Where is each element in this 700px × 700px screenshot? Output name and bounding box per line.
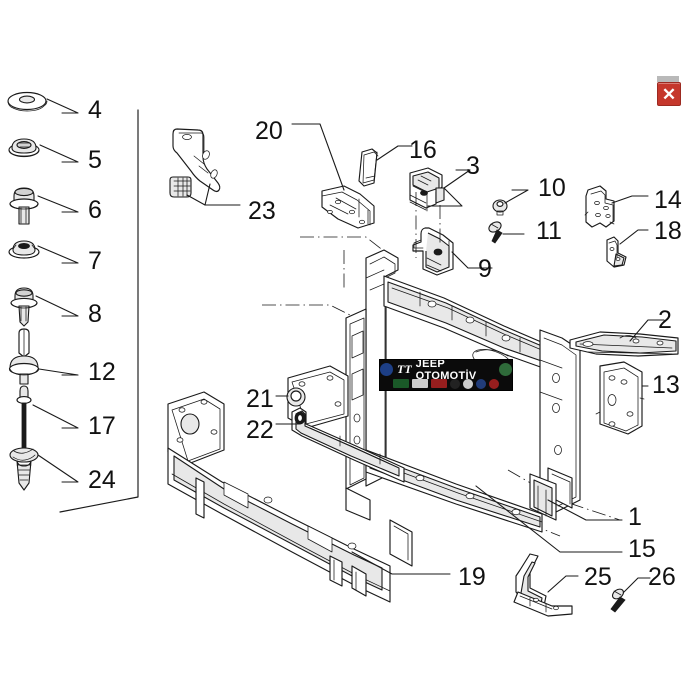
fastener-column-divider [59,109,139,513]
watermark-logo-strip [380,378,512,389]
leader-lines-2 [629,319,665,342]
part-25-lower-bracket [513,553,573,617]
callout-label-20: 20 [255,117,283,145]
leader-lines-9 [451,251,493,269]
callout-label-19: 19 [458,563,486,591]
callout-label-3: 3 [466,152,480,180]
partner-logo-icon-6 [476,378,486,389]
leader-lines-3 [427,169,471,207]
main-radiator-support-frame [345,249,581,533]
leader-lines-1-15 [475,485,623,553]
part-9-hinge [412,227,454,276]
callout-label-10: 10 [538,174,566,202]
leader-lines-14 [611,195,649,204]
callout-label-14: 14 [654,186,682,214]
part-10-grommet [492,199,508,216]
callout-label-4: 4 [88,96,102,124]
callout-label-9: 9 [478,255,492,283]
callout-label-25: 25 [584,563,612,591]
part-23-clip [169,176,192,198]
part-4-washer [7,91,48,112]
callout-label-18: 18 [654,217,682,245]
part-7-flange-nut [8,240,40,259]
part-11-screw [488,221,503,244]
callout-label-7: 7 [88,247,102,275]
part-24-screw [9,447,39,491]
callout-label-22: 22 [246,416,274,444]
callout-label-13: 13 [652,371,680,399]
watermark-brand-text: JEEP OTOMOTİV [415,359,477,382]
partner-logo-icon-3 [431,379,447,388]
secondary-brand-logo-icon [499,363,512,376]
callout-label-21: 21 [246,385,274,413]
mopar-logo-icon [380,363,393,376]
part-14-side-bracket [584,185,615,228]
callout-label-16: 16 [409,136,437,164]
partner-logo-icon-2 [412,379,428,388]
callout-label-2: 2 [658,306,672,334]
callout-label-15: 15 [628,535,656,563]
part-23-bracket [172,128,221,193]
part-3-latch [409,167,445,212]
callout-label-26: 26 [648,563,676,591]
callout-label-24: 24 [88,466,116,494]
part-13-side-plate [595,361,645,435]
partner-logo-icon-7 [489,378,499,389]
partner-logo-icon-4 [450,378,460,389]
callout-label-6: 6 [88,196,102,224]
partner-logo-icon-5 [463,378,473,389]
watermark-banner: TT JEEP OTOMOTİV [379,359,513,391]
callout-label-11: 11 [536,217,562,245]
callout-label-12: 12 [88,358,116,386]
close-icon: ✕ [661,84,677,104]
part-19-bumper-beam [167,391,413,603]
part-8-bolt [10,287,38,327]
part-17-long-rivet [16,385,32,461]
callout-label-23: 23 [248,197,276,225]
partner-logo-icon-1 [393,379,409,388]
part-1-mount-block [529,473,557,521]
part-20-mount-bracket [321,185,375,229]
part-12-trim-clip [8,328,40,385]
leader-lines-fasteners [32,98,79,483]
close-button[interactable]: ✕ [657,82,681,106]
leader-lines-18 [619,229,649,245]
watermark-primary-row: TT JEEP OTOMOTİV [380,360,512,382]
tt-monogram-icon: TT [397,362,412,376]
callout-label-17: 17 [88,412,116,440]
leader-lines-26 [623,577,651,593]
part-2-reinforcement-beam [569,331,679,357]
close-button-cap [657,76,679,82]
part-6-flange-bolt [9,187,39,225]
callout-label-1: 1 [628,503,642,531]
part-26-bolt [610,588,626,613]
callout-label-5: 5 [88,146,102,174]
part-5-push-nut [8,138,40,158]
leader-lines-10 [504,189,529,204]
part-22-brace-arm [291,407,405,483]
leader-lines-23 [186,183,241,206]
part-18-small-bracket [606,236,627,268]
leader-lines-25 [547,575,579,593]
callout-label-8: 8 [88,300,102,328]
leader-lines-19 [351,551,451,575]
leader-lines-16 [376,145,413,161]
part-16-clip [358,148,379,187]
leader-lines-20 [291,123,345,191]
